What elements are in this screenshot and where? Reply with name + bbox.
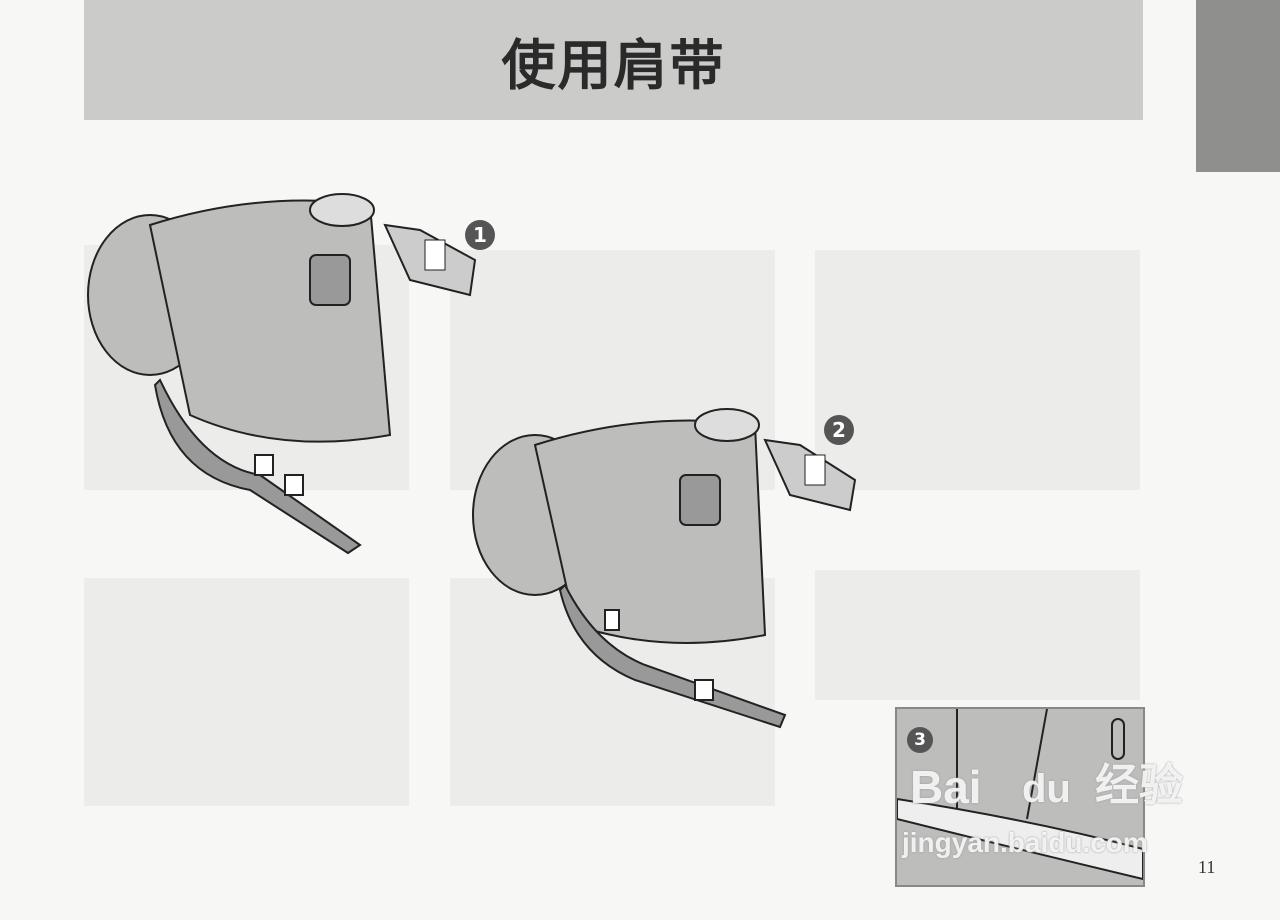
step-3-badge: 3 bbox=[907, 727, 933, 753]
step-2-badge: 2 bbox=[824, 415, 854, 445]
camera-illustration-step1 bbox=[87, 193, 477, 555]
camera-illustration-step2 bbox=[472, 408, 857, 729]
bleed-through-area bbox=[84, 578, 409, 806]
watermark-brand-du: du bbox=[1022, 767, 1071, 811]
title-banner: 使用肩带 bbox=[84, 0, 1143, 120]
bleed-through-area bbox=[815, 250, 1140, 490]
page-title: 使用肩带 bbox=[501, 33, 726, 97]
watermark-product: 经验 bbox=[1095, 761, 1183, 810]
step-1-badge: 1 bbox=[465, 220, 495, 250]
step-3-inset: 3 bbox=[895, 707, 1145, 887]
bleed-through-area bbox=[815, 570, 1140, 700]
watermark-brand-bai: Bai bbox=[910, 761, 982, 813]
page-number: 11 bbox=[1198, 857, 1216, 877]
section-tab bbox=[1196, 0, 1280, 172]
strap-closeup-illustration bbox=[897, 709, 1143, 881]
watermark-url: jingyan.baidu.com bbox=[902, 827, 1148, 858]
